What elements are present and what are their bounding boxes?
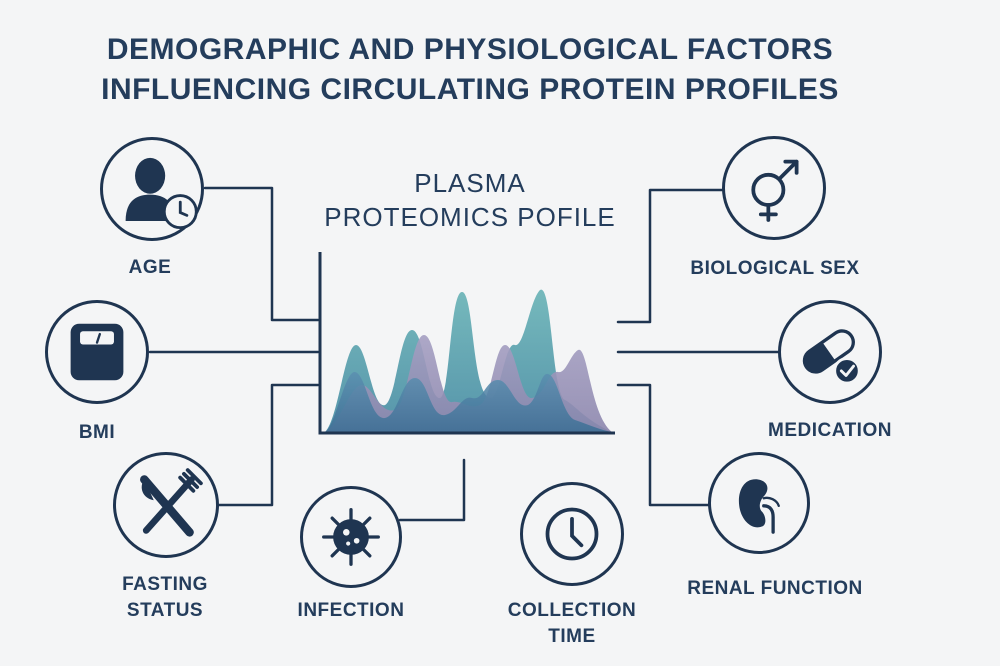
main-title-line1: DEMOGRAPHIC AND PHYSIOLOGICAL FACTORS (106, 33, 834, 66)
chart-axes (318, 252, 615, 435)
peak-series-blue (325, 371, 612, 432)
medication-icon-circle (778, 300, 882, 404)
factor-label-fasting: FASTING STATUS (122, 574, 208, 621)
clock-icon (545, 507, 599, 561)
factor-label-collection: COLLECTION TIME (507, 600, 637, 647)
factor-label-age: AGE (128, 257, 172, 278)
connector-renal (616, 383, 710, 507)
person-clock-icon (125, 157, 198, 230)
factor-label-renal: RENAL FUNCTION (687, 578, 863, 599)
connector-fasting (216, 383, 320, 507)
profile-title-line1: PLASMA (414, 168, 526, 198)
pill-check-icon (802, 329, 861, 385)
profile-title-line2: PROTEOMICS POFILE (324, 202, 616, 232)
microbe-icon (322, 508, 380, 566)
connector-sex (616, 188, 724, 324)
main-title: DEMOGRAPHIC AND PHYSIOLOGICAL FACTORS IN… (60, 30, 880, 110)
factor-label-bmi: BMI (78, 422, 116, 443)
renal-icon-circle (708, 452, 810, 554)
gender-symbol-icon (751, 159, 799, 222)
kidney-icon (738, 479, 780, 534)
factor-label-infection: INFECTION (297, 600, 405, 621)
sex-icon-circle (722, 136, 826, 240)
weight-scale-icon (70, 323, 124, 381)
age-icon-circle (100, 137, 204, 241)
connector-infection (398, 458, 466, 522)
collection-icon-circle (520, 482, 624, 586)
profile-title: PLASMA PROTEOMICS POFILE (290, 166, 650, 234)
connector-age (203, 186, 320, 322)
protein-profile-chart (318, 252, 615, 435)
main-title-line2: INFLUENCING CIRCULATING PROTEIN PROFILES (101, 73, 839, 106)
factor-label-medication: MEDICATION (768, 420, 892, 441)
fasting-icon-circle (113, 452, 219, 558)
factor-label-sex: BIOLOGICAL SEX (690, 258, 860, 279)
bmi-icon-circle (45, 300, 149, 404)
fork-knife-icon (140, 468, 203, 537)
infection-icon-circle (300, 486, 402, 588)
